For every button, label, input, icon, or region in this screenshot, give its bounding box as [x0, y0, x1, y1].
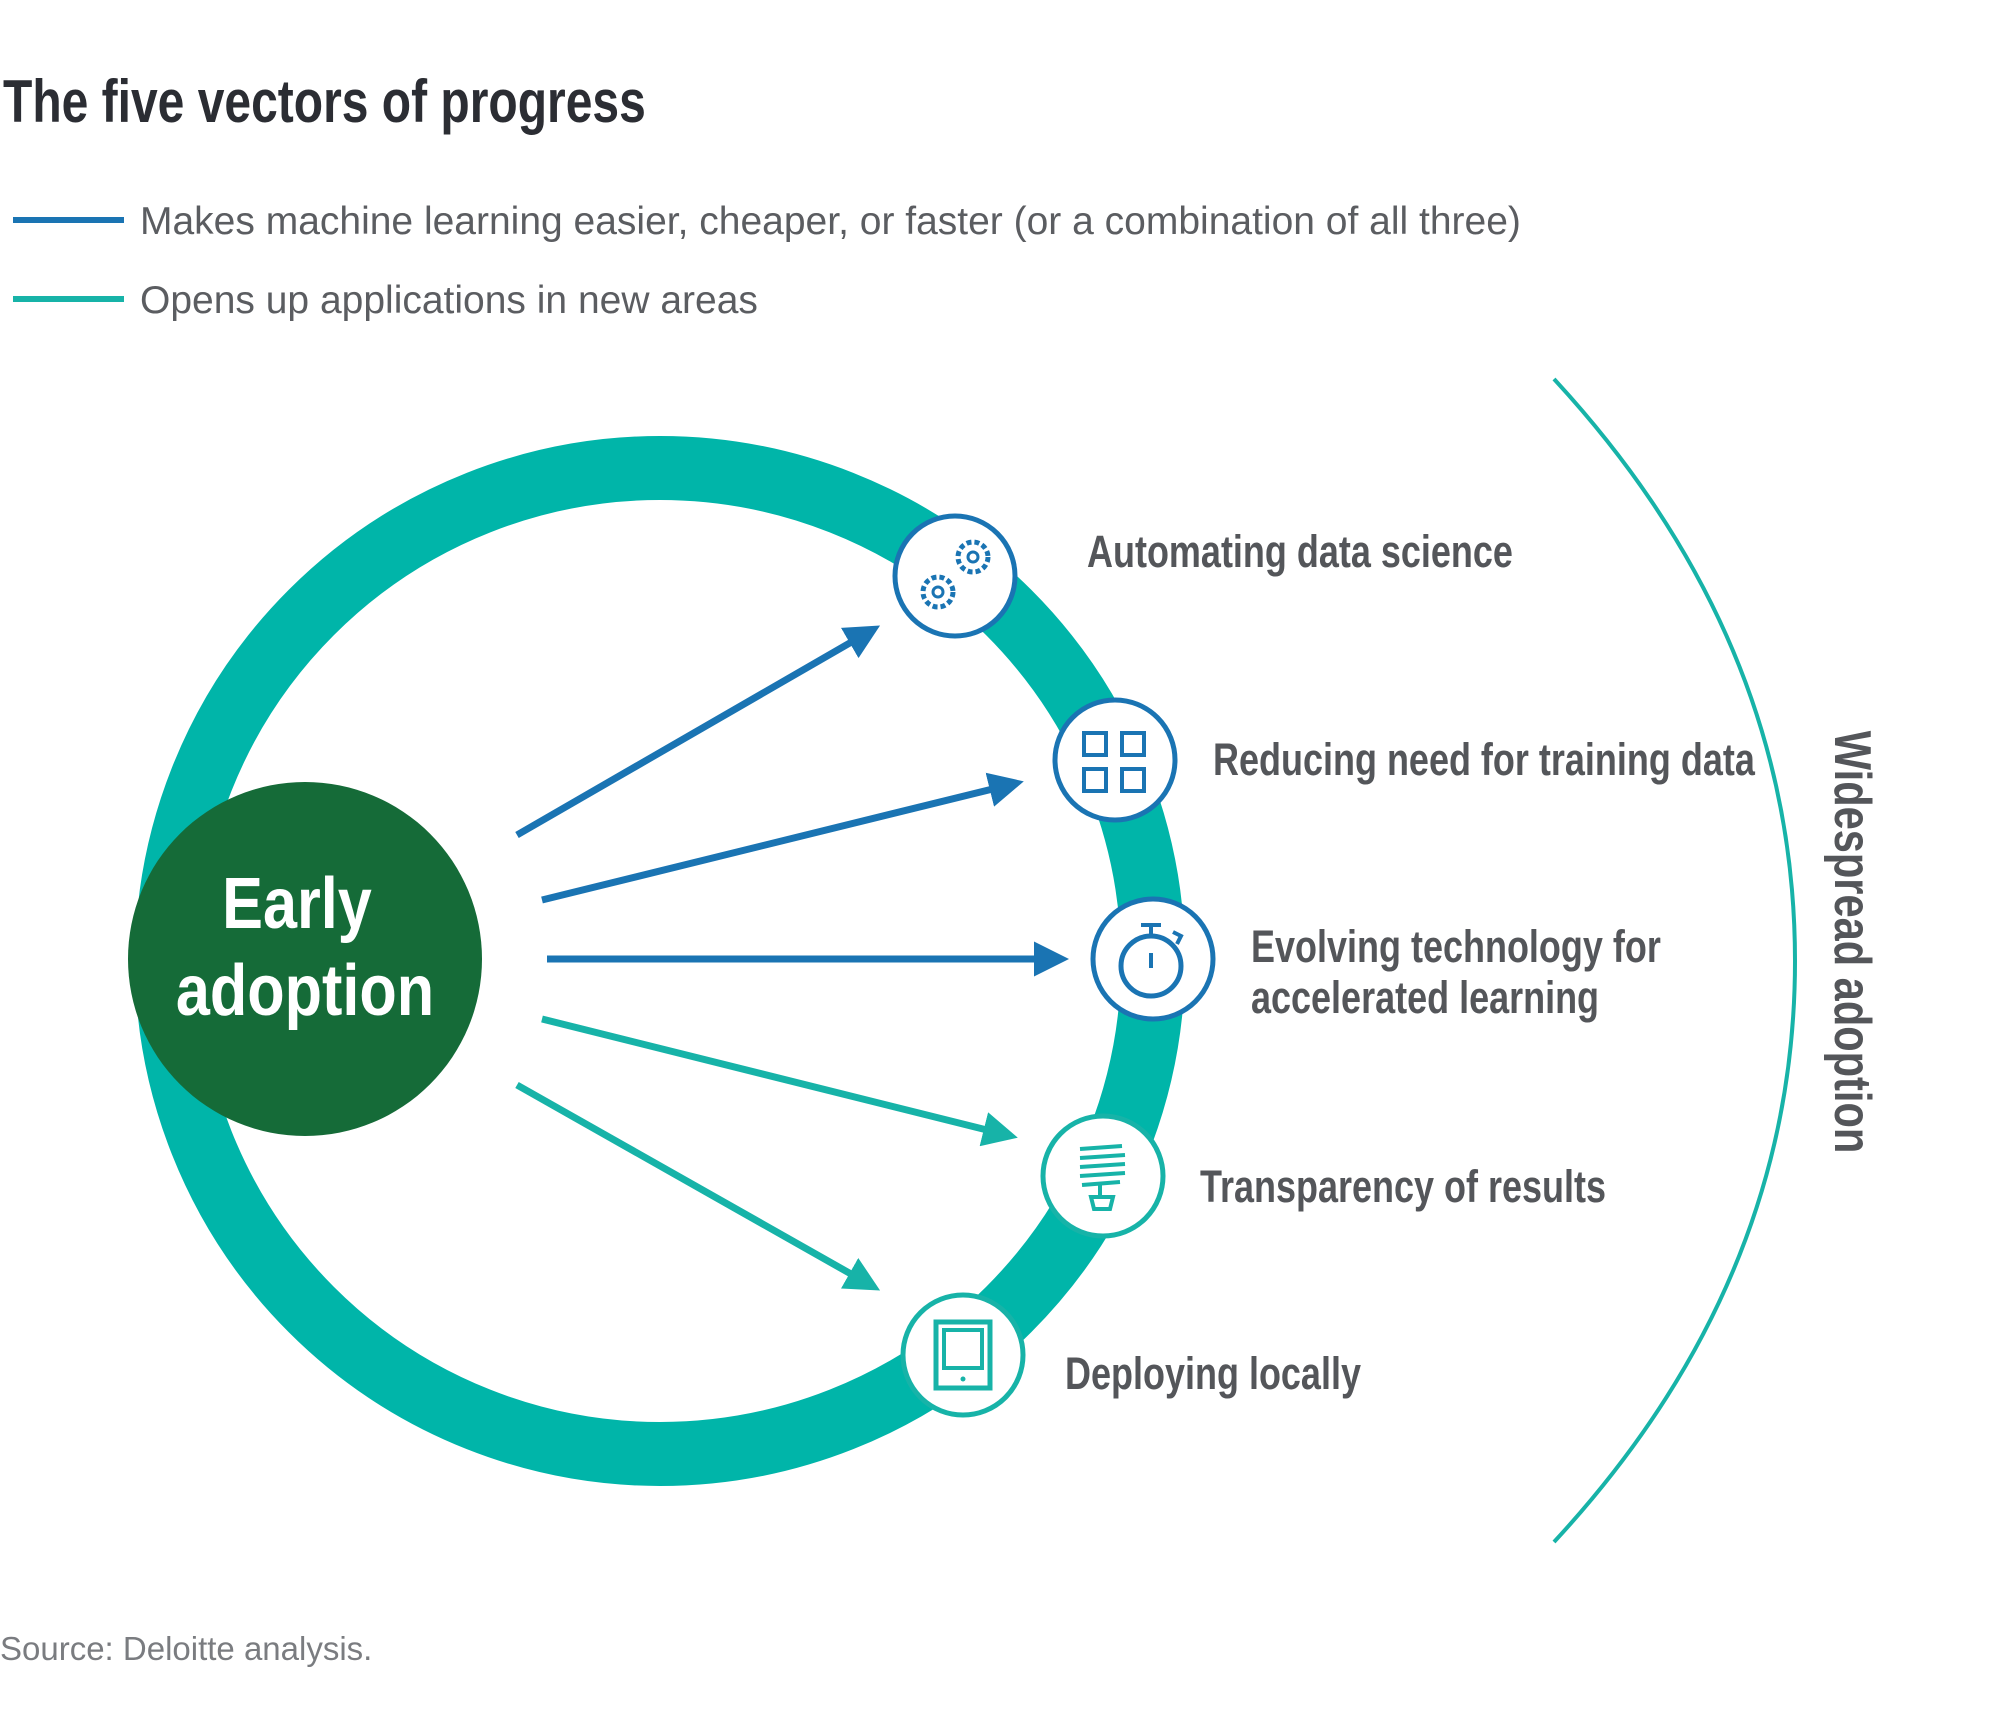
early-adoption-label-1: Early: [222, 864, 372, 944]
arrow-deploying: [515, 1081, 881, 1291]
vector-label-evolving-1: Evolving technology for: [1251, 921, 1661, 972]
arrow-automating: [515, 625, 881, 839]
early-adoption-circle: [128, 782, 482, 1136]
tablet-icon: [900, 1292, 1026, 1418]
vector-label-transparency: Transparency of results: [1200, 1161, 1606, 1212]
legend-label-easier: Makes machine learning easier, cheaper, …: [140, 200, 1521, 243]
vector-label-evolving-2: accelerated learning: [1251, 972, 1599, 1023]
stopwatch-icon: [1090, 896, 1216, 1022]
legend-label-new-areas: Opens up applications in new areas: [140, 279, 758, 322]
arrow-reducing: [541, 772, 1024, 904]
arrow-transparency: [541, 1015, 1018, 1147]
widespread-arc: [1552, 377, 1798, 1544]
early-adoption-label-2: adoption: [176, 951, 434, 1031]
widespread-adoption-label: Widespread adoption: [1824, 731, 1883, 1153]
gears-icon: [892, 513, 1018, 639]
lightbulb-icon: [1040, 1113, 1166, 1239]
source-note: Source: Deloitte analysis.: [0, 1630, 372, 1667]
page-title: The five vectors of progress: [3, 68, 646, 135]
vector-label-reducing: Reducing need for training data: [1213, 734, 1755, 785]
vector-label-deploying: Deploying locally: [1065, 1348, 1361, 1399]
grid-icon: [1052, 697, 1178, 823]
vector-label-automating: Automating data science: [1087, 526, 1513, 577]
